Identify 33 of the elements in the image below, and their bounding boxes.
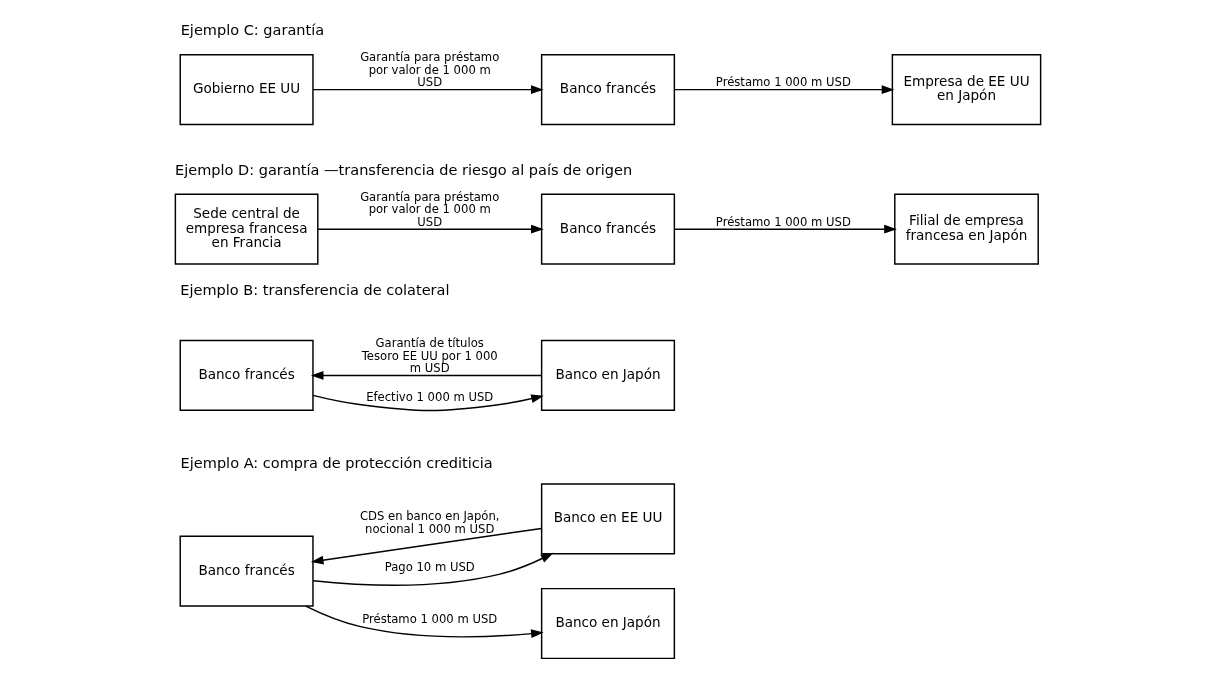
edge-label: Garantía para préstamo por valor de 1 000 m USD [359, 50, 499, 90]
arrow [310, 371, 542, 380]
label: Ejemplo C: garantía [180, 22, 324, 39]
arrow [310, 527, 542, 565]
edge-label: CDS en banco en Japón, nocional 1 000 m USD [359, 509, 499, 536]
node-box: Filial de empresa francesa en Japón [893, 193, 1039, 265]
node-box: Banco en Japón [540, 339, 675, 412]
arrow [316, 224, 544, 234]
edge-label: Préstamo 1 000 m USD [715, 214, 851, 229]
edge-label: Garantía de títulos Tesoro EE UU por 1 000 m USD [361, 335, 498, 376]
node-box: Gobierno EE UU [179, 54, 314, 126]
arrow [311, 394, 544, 412]
edge-label: Pago 10 m USD [384, 559, 475, 574]
label: Ejemplo D: garantía —transferencia de riesgo al país de origen [174, 161, 632, 178]
node-box: Banco en Japón [540, 587, 675, 660]
node-box: Banco francés [540, 193, 675, 265]
arrow [304, 605, 544, 639]
node-box: Empresa de EE UU en Japón [891, 54, 1041, 126]
label: Ejemplo A: compra de protección crediticia [180, 454, 493, 471]
arrow [673, 85, 894, 95]
edge-label: Efectivo 1 000 m USD [365, 390, 493, 405]
node-box: Banco francés [179, 339, 314, 412]
node-box: Banco francés [540, 54, 675, 126]
label: Ejemplo B: transferencia de colateral [179, 282, 450, 299]
edge-label: Préstamo 1 000 m USD [361, 612, 497, 627]
arrow [311, 85, 544, 95]
node-box: Sede central de empresa francesa en Francia [174, 193, 319, 265]
arrow [673, 224, 897, 234]
edge-label: Garantía para préstamo por valor de 1 000 m USD [359, 189, 499, 229]
edge-label: Préstamo 1 000 m USD [715, 75, 851, 90]
node-box: Banco francés [179, 535, 314, 607]
node-box: Banco en EE UU [540, 483, 675, 555]
arrow [311, 552, 553, 586]
